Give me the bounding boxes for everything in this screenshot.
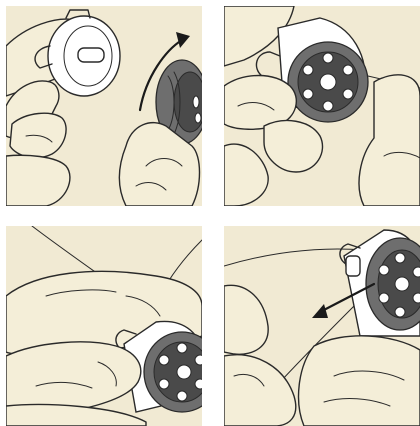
bobbin-icon [288,42,368,122]
step-3-panel [6,226,202,426]
step-1-illustration [6,6,202,206]
step-2-panel [224,6,420,206]
thread-icon [224,249,364,266]
step-1-panel [6,6,202,206]
hand-icon [6,342,146,426]
hand-icon [6,81,70,206]
step-4-panel [224,226,420,426]
step-2-illustration [224,6,420,206]
step-3-illustration [6,226,202,426]
step-4-illustration [224,226,420,426]
